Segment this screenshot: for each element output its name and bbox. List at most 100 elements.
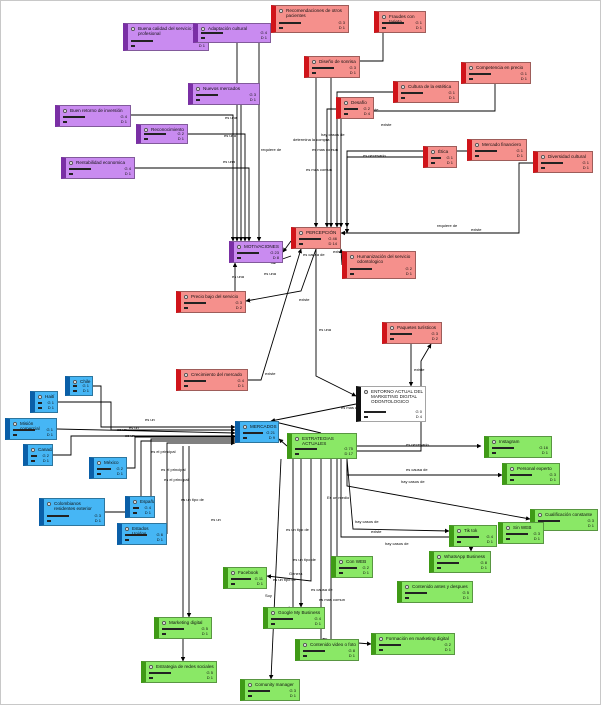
node-bar (469, 78, 473, 80)
node-status-icon (63, 109, 67, 113)
edge-label-8: hay casos de (321, 132, 345, 137)
edge-label-18: existe (299, 297, 310, 302)
node-bar (184, 380, 206, 382)
node-label: Precio bajo del servicio (191, 294, 239, 299)
node-grounding: G 0 (415, 408, 422, 414)
node-entorno[interactable]: ENTORNO ACTUAL DEL MARKETING DIGITAL ODO… (356, 386, 426, 422)
node-mision[interactable]: Misión comercialG 1D 1 (5, 418, 57, 440)
node-status-icon (364, 390, 368, 394)
node-status-icon (69, 161, 73, 165)
edge-10 (338, 84, 496, 228)
node-density: D 1 (124, 170, 131, 176)
node-label: Cualificación constante (545, 512, 593, 517)
node-status-icon (47, 502, 51, 506)
node-bar (38, 402, 42, 404)
node-label: Cultura de la estética (408, 84, 452, 89)
edge-label-20: existe (414, 367, 425, 372)
node-density: D 1 (120, 118, 127, 124)
node-bar (69, 173, 73, 175)
edge-label-31: es mas comun (341, 405, 367, 410)
node-density: D 1 (42, 457, 49, 463)
edge-label-5: determina la compra (293, 137, 330, 142)
node-bar (149, 677, 153, 679)
edge-16 (282, 240, 292, 253)
node-fraudes[interactable]: Fraudes con tarjetaG 1D 1 (374, 11, 426, 33)
node-grounding: G 3 (349, 64, 356, 70)
edge-30 (270, 403, 357, 423)
node-bar (390, 333, 412, 335)
edge-label-21: existe (265, 371, 276, 376)
node-status-icon (248, 683, 252, 687)
node-density: D 1 (446, 159, 453, 165)
node-bar (510, 479, 514, 481)
node-bar (131, 45, 135, 47)
node-density: D 1 (462, 594, 469, 600)
edge-label-2: es una (224, 133, 237, 138)
node-grounding: G 3 (338, 19, 345, 25)
node-density: D 1 (541, 449, 548, 455)
edge-label-30: es un tipo de (181, 497, 205, 502)
node-status-icon (184, 373, 188, 377)
node-bar (506, 533, 528, 535)
node-bar (279, 22, 301, 24)
node-status-icon (350, 255, 354, 259)
node-bar (13, 434, 17, 436)
node-status-icon (271, 611, 275, 615)
node-bar (382, 27, 386, 29)
edge-13 (340, 162, 533, 236)
node-label: Marketing digital (169, 620, 203, 625)
node-estados-unidos[interactable]: Estados UnidosG 6D 1 (117, 523, 167, 545)
node-label: Nuevos mercados (203, 86, 241, 91)
node-density: D 1 (533, 535, 540, 541)
node-status-icon (125, 527, 129, 531)
node-bar (312, 72, 316, 74)
edge-label-41: Genera (289, 571, 303, 576)
node-bar (149, 672, 171, 674)
node-label: Sin WEB (513, 525, 532, 530)
node-density: D 1 (237, 382, 244, 388)
node-status-icon (131, 27, 135, 31)
